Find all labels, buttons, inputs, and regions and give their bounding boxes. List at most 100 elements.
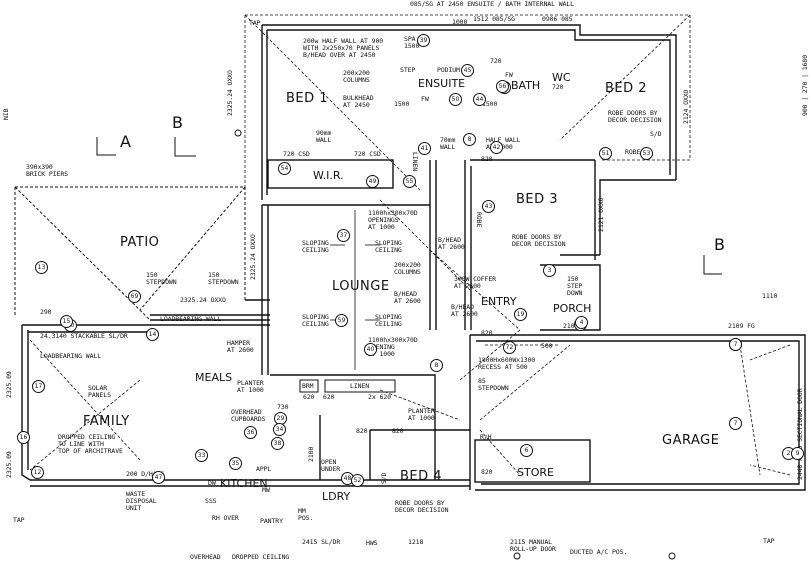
note-robe: ROBE [625, 148, 641, 156]
note-stepdown1: 150 STEPDOWN [146, 271, 177, 286]
note-2325a: 2325.09 [5, 371, 13, 398]
note-d200: 200 D/HANG [126, 470, 165, 478]
reference-marker: 7 [729, 417, 742, 430]
note-620a: 620 [303, 393, 315, 401]
note-720b: 720 [490, 57, 502, 65]
note-820b: 820 [392, 427, 404, 435]
reference-marker: 40 [364, 343, 377, 356]
note-820-bed3: 820 [481, 155, 493, 163]
note-bhead-a: B/HEAD AT 2600 [438, 236, 465, 251]
note-rh-over: RH OVER [212, 514, 239, 522]
note-podium: PODIUM [437, 66, 460, 74]
reference-marker: 49 [366, 175, 379, 188]
room-linen: LINEN [350, 382, 370, 390]
room-garage: GARAGE [662, 433, 720, 448]
reference-marker: 4 [575, 316, 588, 329]
note-wall70: 70mm WALL [440, 136, 456, 151]
note-dropped-bottom: DROPPED CEILING [232, 553, 290, 561]
note-waste: WASTE DISPOSAL UNIT [126, 490, 157, 512]
note-1500b: 1500 [482, 100, 498, 108]
reference-marker: 14 [146, 328, 159, 341]
note-openings: 1100hx300x70D OPENINGS AT 1000 [368, 209, 418, 231]
note-robe-bed2: ROBE DOORS BY DECOR DECISION [608, 109, 662, 124]
note-bhead-c: B/HEAD AT 2600 [451, 303, 478, 318]
note-fw2: FW [505, 71, 513, 79]
note-halfwall1000: HALF WALL AT 1000 [486, 136, 521, 151]
note-stepdown85: 85 STEPDOWN [478, 377, 509, 392]
elevation-a-label: A [120, 132, 131, 151]
note-2109: 2109 [563, 322, 579, 330]
note-csd1: 720 CSD [283, 150, 310, 158]
reference-marker: 12 [31, 466, 44, 479]
note-ducted: DUCTED A/C POS. [570, 548, 628, 556]
reference-marker: 53 [640, 147, 653, 160]
note-half-wall: 200w HALF WALL AT 900 WITH 2x250x70 PANE… [303, 37, 384, 59]
note-columns: 200x200 COLUMNS [343, 69, 370, 84]
reference-marker: 51 [599, 147, 612, 160]
note-820c: 820 [481, 329, 493, 337]
room-ldry: LDRY [322, 490, 351, 503]
note-290: 290 [40, 308, 52, 316]
room-porch: PORCH [553, 302, 592, 315]
note-columns-b: 200x200 COLUMNS [394, 261, 421, 276]
note-tap3: TAP [763, 537, 775, 545]
reference-marker: 39 [417, 34, 430, 47]
room-bed2: BED 2 [605, 81, 648, 96]
room-wir: W.I.R. [313, 169, 344, 182]
note-sd: S/D [650, 130, 662, 138]
reference-marker: 13 [35, 261, 48, 274]
reference-marker: 35 [229, 457, 242, 470]
note-sloping-tr: SLOPING CEILING [375, 239, 402, 254]
note-1000: 1000 [452, 18, 468, 26]
reference-marker: 72 [503, 341, 516, 354]
room-bed1: BED 1 [286, 91, 329, 106]
note-2100: 2100 [307, 446, 315, 462]
note-2x620: 2x 620 [368, 393, 391, 401]
note-wall90: 90mm WALL [316, 129, 332, 144]
note-sloping-br: SLOPING CEILING [375, 313, 402, 328]
note-open-under: OPEN UNDER [321, 458, 341, 473]
note-spa: SPA 1500 [404, 35, 420, 50]
reference-marker: 19 [514, 308, 527, 321]
reference-marker: 7 [729, 338, 742, 351]
note-oxxo1: 2325.24 OXXO [180, 296, 226, 304]
room-bed3: BED 3 [516, 192, 559, 207]
reference-marker: 9 [791, 447, 804, 460]
note-mw: MW [262, 486, 270, 494]
note-2325b: 2325.09 [5, 451, 13, 478]
note-nib: NIB [2, 108, 10, 120]
note-1500a: 1500 [394, 100, 410, 108]
note-step-porch: 150 STEP DOWN [567, 275, 583, 297]
note-mm-pos: MM POS. [298, 507, 314, 522]
note-overhead-bottom: OVERHEAD [190, 553, 221, 561]
reference-marker: 38 [271, 437, 284, 450]
note-hamper: HAMPER AT 2600 [227, 339, 254, 354]
note-1512: 1512 085/SG [473, 15, 515, 23]
reference-marker: 8 [430, 359, 443, 372]
note-right-dims: 900 | 270 | 1680 [801, 54, 809, 116]
reference-marker: 44 [473, 93, 486, 106]
note-oxxo2: 2325.24 OXXO [226, 70, 234, 116]
note-fw1: FW [421, 95, 429, 103]
reference-marker: 45 [461, 64, 474, 77]
note-720a: 720 [552, 83, 564, 91]
note-solar: SOLAR PANELS [88, 384, 111, 399]
room-lounge: LOUNGE [332, 279, 390, 294]
reference-marker: 33 [195, 449, 208, 462]
reference-marker: 8 [463, 133, 476, 146]
reference-marker: 47 [152, 471, 165, 484]
note-hws: HWS [366, 539, 378, 547]
note-robe-v: ROBE [475, 212, 483, 228]
reference-marker: 36 [244, 426, 257, 439]
note-oxxo4: 2124 OXXO [682, 89, 690, 124]
note-planter1: PLANTER AT 1000 [237, 379, 264, 394]
note-tap1: TAP [249, 19, 261, 27]
note-oxxo5: 2121 OXXO [597, 197, 605, 232]
reference-marker: 50 [449, 93, 462, 106]
note-brick: 390x390 BRICK PIERS [26, 163, 68, 178]
note-planter2: PLANTER AT 1000 [408, 407, 435, 422]
note-overhead-cup: OVERHEAD CUPBOARDS [231, 408, 266, 423]
note-oxxo3: 2325.24 OXXO [249, 234, 257, 280]
elevation-b-label: B [172, 113, 183, 132]
